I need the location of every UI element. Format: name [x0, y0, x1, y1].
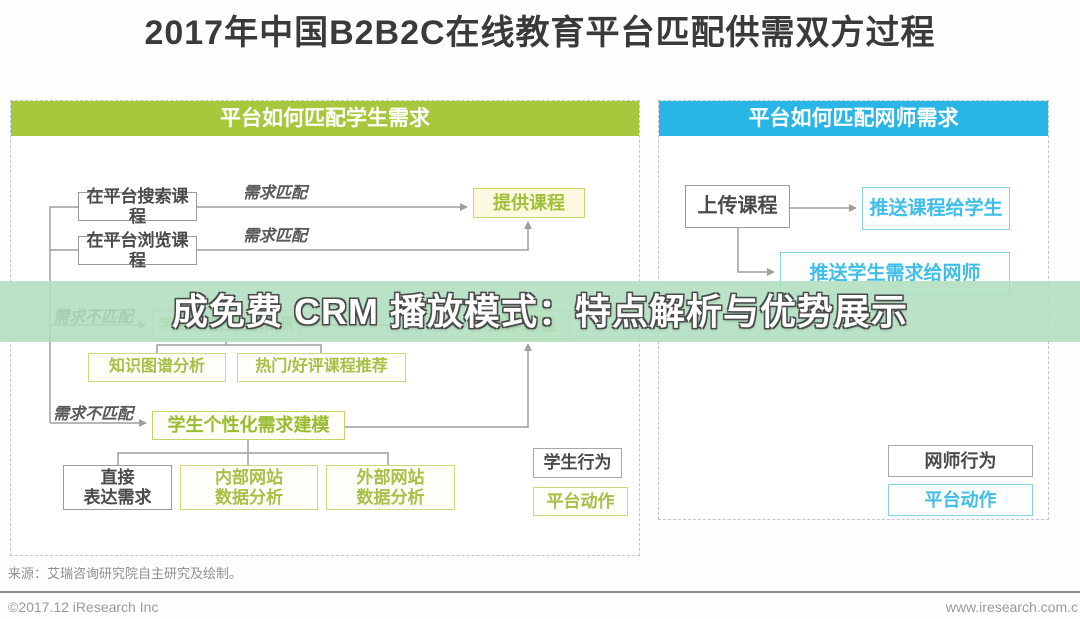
node-knowledge-graph-analysis: 知识图谱分析: [88, 353, 226, 382]
teacher-panel-header: 平台如何匹配网师需求: [659, 101, 1048, 136]
legend-student-behavior: 学生行为: [533, 448, 622, 478]
external-site-line1: 外部网站: [356, 467, 425, 487]
watermark-banner: 成免费 CRM 播放模式：特点解析与优势展示: [0, 281, 1080, 342]
node-personal-demand-model: 学生个性化需求建模: [152, 411, 345, 440]
internal-site-line1: 内部网站: [215, 467, 283, 487]
node-search-courses: 在平台搜索课程: [78, 187, 197, 226]
node-external-site-analysis: 外部网站 数据分析: [326, 465, 455, 510]
copyright-text: ©2017.12 iResearch Inc: [8, 599, 159, 615]
legend-teacher-behavior: 网师行为: [888, 445, 1033, 477]
direct-express-line1: 直接: [100, 467, 135, 487]
node-hot-course-recommend: 热门/好评课程推荐: [237, 353, 406, 382]
node-direct-express-demand: 直接 表达需求: [63, 465, 172, 510]
node-provide-courses: 提供课程: [473, 188, 585, 218]
legend-platform-action-left: 平台动作: [533, 487, 628, 516]
external-site-line2: 数据分析: [356, 487, 425, 507]
label-demand-mismatch-2: 需求不匹配: [53, 406, 134, 423]
node-upload-courses: 上传课程: [685, 185, 790, 228]
node-internal-site-analysis: 内部网站 数据分析: [180, 465, 318, 510]
node-browse-courses: 在平台浏览课程: [78, 231, 197, 270]
source-note: 来源：艾瑞咨询研究院自主研究及绘制。: [8, 566, 243, 581]
internal-site-line2: 数据分析: [215, 487, 283, 507]
legend-platform-action-right: 平台动作: [888, 484, 1033, 516]
label-demand-match-1: 需求匹配: [243, 185, 308, 202]
node-push-courses-to-students: 推送课程给学生: [862, 187, 1010, 230]
page-title: 2017年中国B2B2C在线教育平台匹配供需双方过程: [144, 14, 936, 52]
direct-express-line2: 表达需求: [83, 487, 152, 507]
student-panel-header: 平台如何匹配学生需求: [11, 101, 639, 136]
website-text: www.iresearch.com.c: [945, 599, 1078, 615]
label-demand-match-2: 需求匹配: [243, 228, 308, 245]
footer-divider: [0, 591, 1080, 593]
